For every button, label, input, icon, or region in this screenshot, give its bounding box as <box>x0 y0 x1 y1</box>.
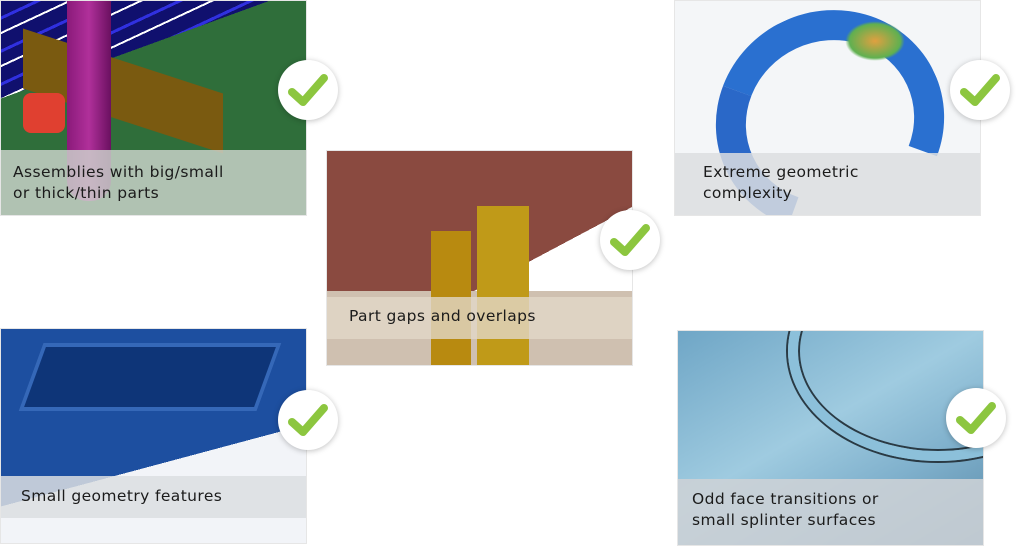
card-label: Extreme geometric complexity <box>675 153 980 215</box>
label-line: Extreme geometric <box>703 163 859 181</box>
check-icon <box>278 60 338 120</box>
card-label: Assemblies with big/small or thick/thin … <box>1 150 306 215</box>
card-label: Odd face transitions or small splinter s… <box>678 479 983 545</box>
check-icon <box>600 210 660 270</box>
check-icon <box>950 60 1010 120</box>
label-line: or thick/thin parts <box>13 184 160 202</box>
card-geometric-complexity: Extreme geometric complexity <box>674 0 981 216</box>
label-line: Odd face transitions or <box>692 490 879 508</box>
card-odd-faces: Odd face transitions or small splinter s… <box>677 330 984 546</box>
check-icon <box>278 390 338 450</box>
label-line: Assemblies with big/small <box>13 163 224 181</box>
card-part-gaps: Part gaps and overlaps <box>326 150 633 366</box>
card-assemblies: Assemblies with big/small or thick/thin … <box>0 0 307 216</box>
label-line: small splinter surfaces <box>692 511 877 529</box>
check-icon <box>946 388 1006 448</box>
label-line: Part gaps and overlaps <box>349 307 536 325</box>
card-small-features: Small geometry features <box>0 328 307 544</box>
label-line: complexity <box>703 184 793 202</box>
card-label: Small geometry features <box>1 476 306 518</box>
card-label: Part gaps and overlaps <box>327 297 632 339</box>
label-line: Small geometry features <box>21 487 223 505</box>
